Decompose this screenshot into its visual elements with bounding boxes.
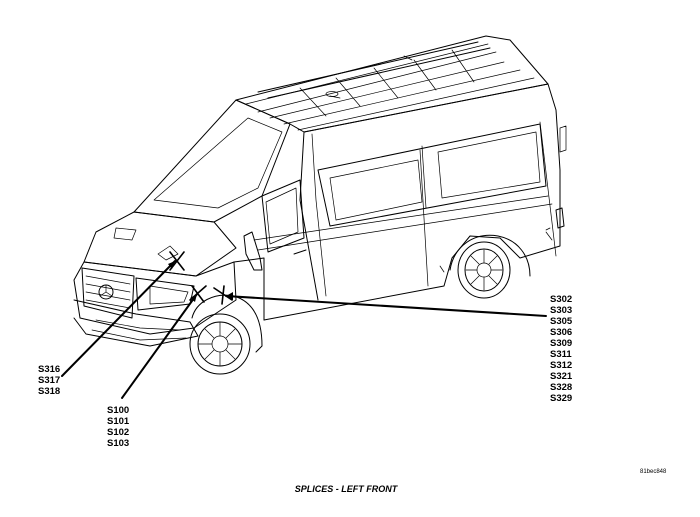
callout-label: S321 bbox=[550, 371, 573, 382]
callout-label: S305 bbox=[550, 316, 573, 327]
callout-label: S316 bbox=[38, 364, 60, 375]
callout-label: S318 bbox=[38, 386, 60, 397]
arrowhead-c bbox=[226, 292, 233, 300]
figure-caption: SPLICES - LEFT FRONT bbox=[295, 484, 399, 494]
hood bbox=[83, 211, 237, 277]
arrowhead-a bbox=[168, 261, 175, 269]
front-wheel bbox=[189, 313, 251, 375]
van-illustration bbox=[73, 35, 567, 375]
grille bbox=[81, 267, 135, 319]
leader-line-s302 bbox=[225, 295, 547, 317]
callout-label: S302 bbox=[550, 294, 572, 305]
callout-label: S103 bbox=[107, 438, 129, 449]
callout-label: S306 bbox=[550, 327, 572, 338]
callout-label: S311 bbox=[550, 349, 572, 360]
van-side-body bbox=[263, 83, 561, 321]
bumper bbox=[73, 299, 199, 347]
rear-wheel bbox=[457, 241, 511, 299]
leader-line-s316 bbox=[61, 260, 176, 377]
callout-group-a: S316 S317 S318 bbox=[38, 364, 60, 397]
callout-label: S309 bbox=[550, 338, 572, 349]
callout-label: S317 bbox=[38, 375, 60, 386]
splice-markers bbox=[169, 251, 233, 305]
headlight bbox=[135, 277, 195, 311]
side-mirror bbox=[243, 231, 263, 271]
callout-label: S100 bbox=[107, 405, 129, 416]
leader-lines bbox=[61, 260, 547, 399]
windshield bbox=[133, 99, 291, 223]
figure-code: 81bec848 bbox=[640, 469, 667, 475]
arrowhead-b bbox=[190, 294, 197, 302]
callout-label: S303 bbox=[550, 305, 572, 316]
leader-line-s100 bbox=[121, 293, 198, 399]
callout-label: S101 bbox=[107, 416, 130, 427]
callout-label: S102 bbox=[107, 427, 129, 438]
callout-group-b: S100 S101 S102 S103 bbox=[107, 405, 130, 449]
callout-label: S328 bbox=[550, 382, 572, 393]
splice-marker-fender-rear bbox=[213, 285, 233, 305]
van-roof bbox=[235, 35, 549, 133]
callout-label: S329 bbox=[550, 393, 572, 404]
callout-group-c: S302 S303 S305 S306 S309 S311 S312 S321 … bbox=[550, 294, 573, 404]
door-window bbox=[261, 179, 305, 253]
callout-label: S312 bbox=[550, 360, 572, 371]
rear-wheel-arch bbox=[449, 234, 531, 277]
